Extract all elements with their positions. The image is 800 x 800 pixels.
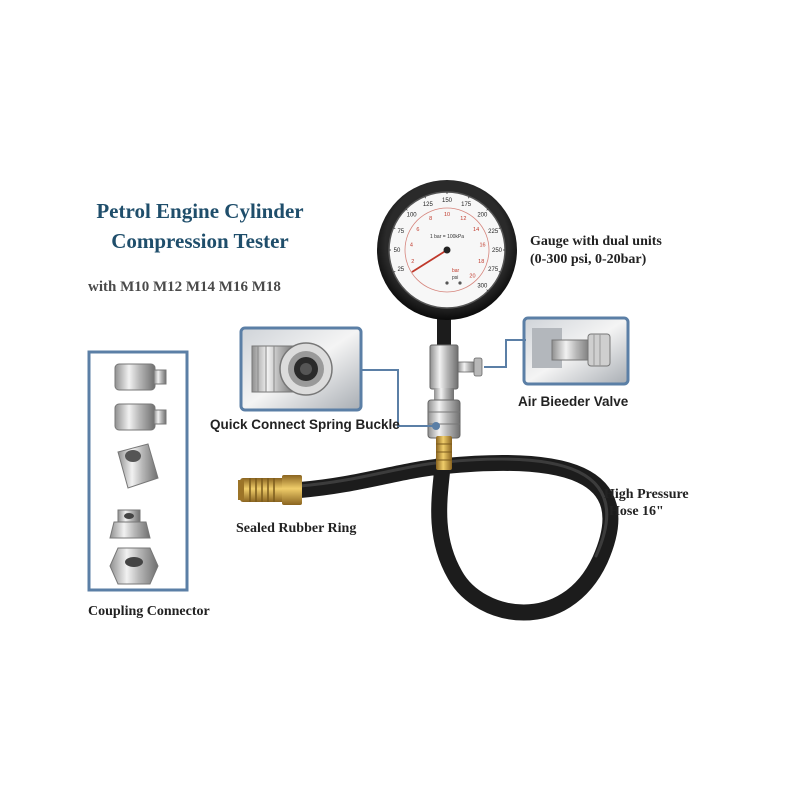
- psi-tick-label: 275: [488, 267, 499, 273]
- high-pressure-hose: [292, 454, 619, 621]
- bar-tick-label: 2: [411, 259, 414, 265]
- psi-tick-label: 75: [397, 229, 404, 235]
- bar-tick-label: 12: [460, 216, 466, 222]
- psi-scale: 25 50 75 100 125 150 175 200 225 250 275 300: [389, 192, 505, 292]
- psi-tick-label: 225: [488, 229, 499, 235]
- psi-tick-label: 250: [492, 248, 503, 254]
- psi-tick-mark: [498, 271, 501, 273]
- page-title-line2: Compression Tester: [111, 229, 289, 253]
- gauge-label-line1: Gauge with dual units: [530, 234, 662, 249]
- gauge-needle: [411, 249, 448, 273]
- coupling-connector-label: Coupling Connector: [88, 604, 210, 619]
- gauge-unit-psi: psi: [452, 275, 458, 281]
- bar-tick-label: 14: [473, 227, 479, 233]
- air-bleeder-leader-line: [484, 339, 526, 368]
- bar-tick-label: 8: [429, 216, 432, 222]
- psi-tick-label: 50: [394, 248, 401, 254]
- bar-tick-label: 6: [416, 227, 419, 233]
- bar-scale: 2 4 6 8 10 12 14 16 18 20: [410, 212, 486, 279]
- bar-tick-label: 18: [478, 259, 484, 265]
- psi-tick-mark: [405, 208, 408, 211]
- psi-tick-mark: [393, 227, 396, 229]
- quick-connect-inset: [239, 326, 363, 412]
- gauge-unit-bar: bar: [452, 268, 460, 274]
- psi-tick-label: 150: [442, 198, 453, 204]
- psi-tick-label: 175: [461, 202, 472, 208]
- bar-tick-label: 4: [410, 242, 413, 248]
- psi-tick-label: 125: [423, 202, 434, 208]
- air-bleeder-valve: [457, 357, 483, 377]
- brass-threaded-fitting: [238, 475, 302, 505]
- quick-connect-leader-line: [361, 369, 436, 427]
- psi-tick-mark: [486, 208, 489, 211]
- psi-tick-mark: [468, 196, 470, 199]
- gauge-face-text: 1 bar = 100kPa: [430, 234, 464, 240]
- page-title-line1: Petrol Engine Cylinder: [96, 199, 304, 223]
- adapter-m10: [109, 547, 159, 585]
- bar-tick-label: 10: [444, 212, 450, 218]
- psi-tick-label: 200: [477, 213, 488, 219]
- coupling-connector-panel: [87, 350, 189, 592]
- psi-tick-mark: [393, 271, 396, 273]
- adapter-m16: [114, 403, 167, 431]
- pressure-gauge: 25 50 75 100 125 150 175 200 225 250 275 300 2 4 6 8 10…: [377, 180, 517, 320]
- psi-tick-mark: [424, 196, 426, 199]
- bar-tick-label: 16: [479, 242, 485, 248]
- psi-tick-label: 300: [477, 283, 488, 289]
- psi-tick-mark: [498, 227, 501, 229]
- page-subtitle: with M10 M12 M14 M16 M18: [88, 279, 281, 295]
- psi-tick-mark: [486, 289, 489, 292]
- hose-label-line2: Hose 16": [609, 504, 664, 519]
- gauge-stem-assembly: [427, 318, 461, 470]
- gauge-label-line2: (0-300 psi, 0-20bar): [530, 252, 647, 267]
- adapter-m18: [114, 363, 167, 391]
- hose-label-line1: High Pressure: [604, 487, 689, 502]
- adapter-m14: [117, 443, 159, 489]
- quick-connect-label: Quick Connect Spring Buckle: [210, 417, 400, 432]
- bar-tick-label: 20: [469, 273, 475, 279]
- air-bleeder-inset: [522, 316, 630, 386]
- psi-tick-label: 100: [407, 213, 418, 219]
- sealed-ring-label: Sealed Rubber Ring: [236, 521, 357, 536]
- air-bleeder-label: Air Bieeder Valve: [518, 394, 629, 409]
- adapter-m12: [109, 509, 151, 539]
- psi-tick-label: 25: [397, 267, 404, 273]
